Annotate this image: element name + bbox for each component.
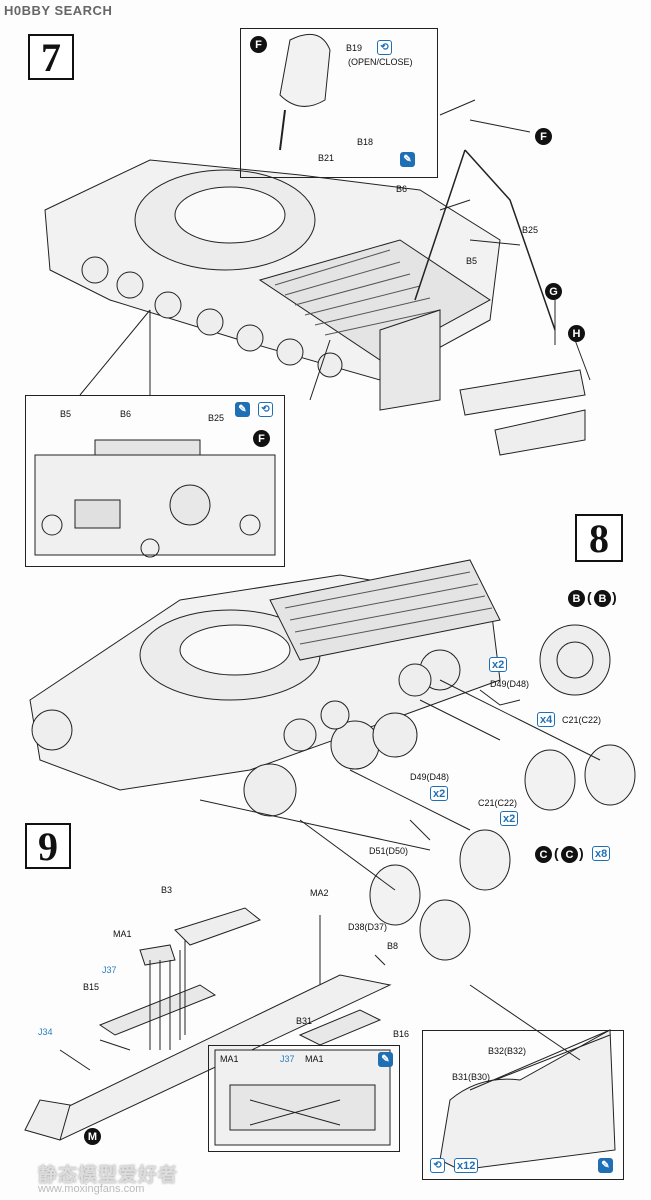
- part-label-b19: B19: [346, 43, 363, 53]
- movable-icon: ⟲: [430, 1158, 445, 1173]
- sprue-b-marker-alt: B: [594, 590, 611, 607]
- paren-open: (: [587, 589, 592, 605]
- part-label-d49-upper: D49(D48): [490, 679, 530, 689]
- step-7-badge: 7: [28, 34, 74, 80]
- part-label-d51: D51(D50): [369, 846, 409, 856]
- qty-x2-badge: x2: [489, 657, 508, 672]
- part-label-ma2: MA2: [310, 888, 329, 898]
- step9-inset-right: [422, 1030, 624, 1180]
- part-label-b3: B3: [161, 885, 173, 895]
- paren-close: ): [579, 845, 584, 861]
- part-label-b31-inset: B31(B30): [452, 1072, 491, 1082]
- part-label-b18: B18: [357, 137, 374, 147]
- step-8-badge: 8: [575, 514, 623, 562]
- part-label-d49-lower: D49(D48): [410, 772, 450, 782]
- part-label-c21-upper: C21(C22): [562, 715, 602, 725]
- part-label-b31: B31: [296, 1016, 313, 1026]
- part-label-b32: B32(B32): [488, 1046, 527, 1056]
- qty-x4-badge: x4: [537, 712, 556, 727]
- part-label-b5-inset: B5: [60, 409, 72, 419]
- part-label-ma1-inset-a: MA1: [220, 1054, 239, 1064]
- part-label-j37: J37: [102, 965, 117, 975]
- paren-close: ): [612, 589, 617, 605]
- part-label-j34: J34: [38, 1027, 53, 1037]
- qty-x2-badge-c21: x2: [500, 811, 519, 826]
- step7-inset-bottom: [25, 395, 285, 567]
- part-label-b8: B8: [387, 941, 399, 951]
- watermark-text: 静态模型爱好者: [38, 1165, 179, 1186]
- part-label-b25: B25: [522, 225, 539, 235]
- open-close-note: (OPEN/CLOSE): [348, 57, 413, 67]
- movable-icon: ⟲: [258, 402, 273, 417]
- part-label-b6: B6: [396, 184, 408, 194]
- movable-icon: ⟲: [377, 40, 392, 55]
- part-label-d38: D38(D37): [348, 922, 388, 932]
- part-label-b16: B16: [393, 1029, 410, 1039]
- cement-icon: ✎: [378, 1052, 393, 1067]
- paren-open: (: [554, 845, 559, 861]
- sprue-g-marker: G: [545, 283, 562, 300]
- part-label-ma1-inset-b: MA1: [305, 1054, 324, 1064]
- hobby-search-logo: H0BBY SEARCH: [4, 3, 113, 18]
- cement-icon: ✎: [598, 1158, 613, 1173]
- qty-x12-badge: x12: [454, 1158, 479, 1173]
- sprue-h-marker: H: [568, 325, 585, 342]
- part-label-ma1: MA1: [113, 929, 132, 939]
- part-label-j37-inset: J37: [280, 1054, 295, 1064]
- watermark-url: www.moxingfans.com: [38, 1183, 145, 1195]
- sprue-c-marker-alt: C: [561, 846, 578, 863]
- sprue-f-marker: F: [250, 36, 267, 53]
- part-label-b15: B15: [83, 982, 100, 992]
- part-label-b21: B21: [318, 153, 335, 163]
- part-label-c21-lower: C21(C22): [478, 798, 518, 808]
- sprue-f-marker-inset: F: [253, 430, 270, 447]
- sprue-b-marker: B: [568, 590, 585, 607]
- part-label-b5: B5: [466, 256, 478, 266]
- sprue-m-marker: M: [84, 1128, 101, 1145]
- cement-icon: ✎: [235, 402, 250, 417]
- part-label-b25-inset: B25: [208, 413, 225, 423]
- sprue-f-marker-main: F: [535, 128, 552, 145]
- qty-x8-badge: x8: [592, 846, 611, 861]
- sprue-c-marker: C: [535, 846, 552, 863]
- qty-x2-badge-lower: x2: [430, 786, 449, 801]
- step9-inset-left: [208, 1045, 400, 1152]
- part-label-b6-inset: B6: [120, 409, 132, 419]
- step7-inset-top: [240, 28, 438, 178]
- step-9-badge: 9: [25, 823, 71, 869]
- cement-icon: ✎: [400, 152, 415, 167]
